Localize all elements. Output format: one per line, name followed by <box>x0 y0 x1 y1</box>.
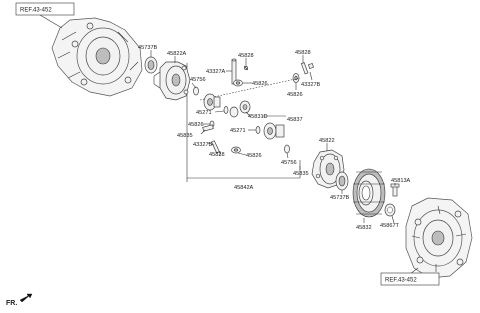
label-45828-c: 45828 <box>209 152 225 158</box>
label-45826-d: 45826 <box>246 153 262 159</box>
front-direction-label: FR. <box>6 300 17 307</box>
label-45737B-top: 45737B <box>138 45 158 51</box>
label-45835-right: 45835 <box>293 171 309 177</box>
front-arrow-icon <box>19 293 33 303</box>
label-43327B-top: 43327B <box>301 82 321 88</box>
transmission-case-bottom <box>405 197 473 279</box>
front-direction-indicator: FR. <box>6 293 33 307</box>
label-45737B-bottom: 45737B <box>330 195 350 201</box>
label-45828-a: 45828 <box>238 53 254 59</box>
transmission-case-top <box>51 17 143 97</box>
ref-text-top[interactable]: REF.43-452 <box>20 8 52 14</box>
label-45756-top: 45756 <box>190 77 206 83</box>
washer-45756-top <box>193 86 199 96</box>
label-45826-a: 45826 <box>252 81 268 87</box>
label-45828-b: 45828 <box>295 50 311 56</box>
differential-case-45822A <box>153 61 191 101</box>
label-43327A: 43327A <box>206 69 226 75</box>
washer-45826-d <box>231 146 241 154</box>
pin-43327B-top <box>300 62 315 75</box>
washer-45826-a <box>233 79 243 87</box>
pin-45835-left <box>202 124 214 132</box>
label-45837: 45837 <box>287 117 303 123</box>
washer-45271-a <box>223 106 229 114</box>
bearing-45737B-top <box>144 56 158 74</box>
washer-45271-b <box>255 126 261 134</box>
label-45822A: 45822A <box>167 51 187 57</box>
ref-label-top[interactable]: REF.43-452 <box>15 2 75 16</box>
washer-45756-bottom <box>284 144 290 154</box>
washer-45826-b <box>292 73 300 83</box>
label-45271-a: 45271 <box>196 110 212 116</box>
side-gear-left <box>203 93 221 111</box>
label-45271-b: 45271 <box>230 128 246 134</box>
label-45832: 45832 <box>356 225 372 231</box>
label-45813A: 45813A <box>391 178 411 184</box>
side-gear-right <box>263 122 285 140</box>
pinion-gear-45831D <box>239 100 251 114</box>
shim-45867T <box>384 203 396 217</box>
label-45822: 45822 <box>319 138 335 144</box>
label-45831D: 45831D <box>248 114 268 120</box>
ref-text-bottom[interactable]: REF.43-452 <box>385 278 417 284</box>
pinion-gear-small <box>229 106 239 118</box>
washer-45828-a <box>243 65 249 71</box>
label-45826-c: 45826 <box>188 122 204 128</box>
ring-gear-45832 <box>352 168 386 218</box>
ref-label-bottom[interactable]: REF.43-452 <box>380 272 440 286</box>
label-45842A: 45842A <box>234 185 254 191</box>
label-45826-b: 45826 <box>287 92 303 98</box>
label-43327B-bottom: 43327B <box>193 142 213 148</box>
bearing-45737B-bottom <box>335 171 349 191</box>
label-45756-bottom: 45756 <box>281 160 297 166</box>
pin-43327B-bottom <box>211 140 220 154</box>
label-45835-left: 45835 <box>177 133 193 139</box>
label-45867T: 45867T <box>380 223 400 229</box>
